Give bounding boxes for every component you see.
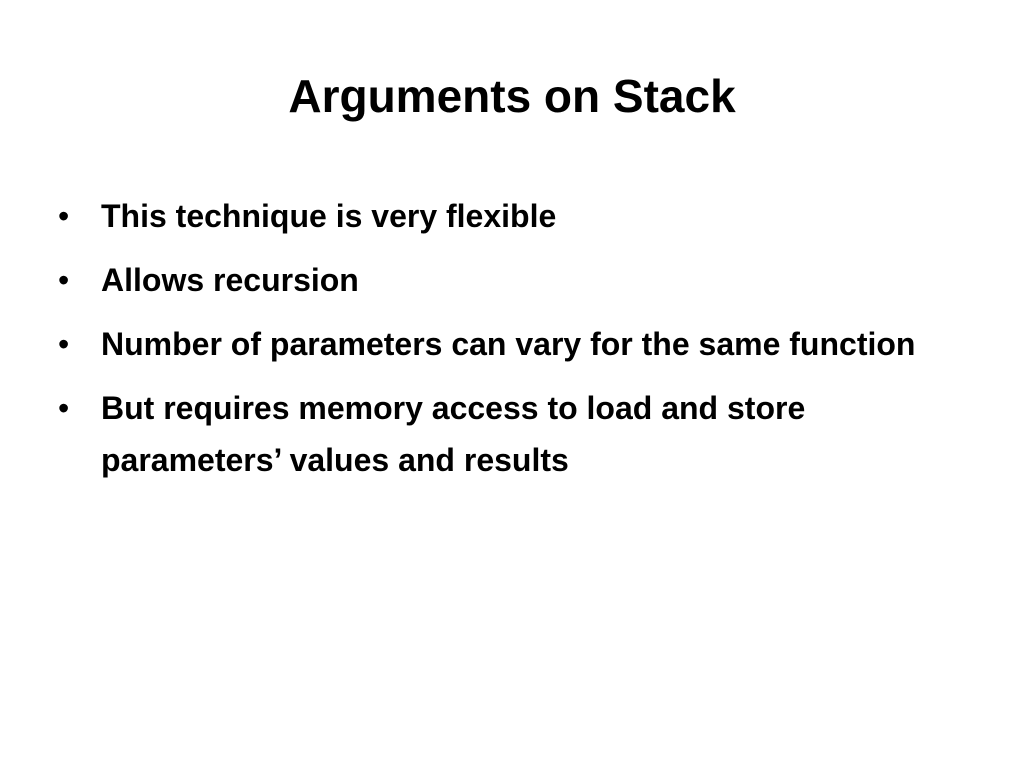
bullet-text: This technique is very flexible bbox=[101, 198, 557, 234]
bullet-item: • But requires memory access to load and… bbox=[58, 382, 988, 486]
bullet-icon: • bbox=[58, 262, 70, 298]
bullet-text: Allows recursion bbox=[101, 262, 359, 298]
bullet-text: But requires memory access to load and s… bbox=[101, 390, 806, 478]
bullet-item: • Number of parameters can vary for the … bbox=[58, 318, 988, 370]
slide-title: Arguments on Stack bbox=[288, 70, 736, 122]
bullet-list: • This technique is very flexible • Allo… bbox=[58, 190, 988, 498]
bullet-text: Number of parameters can vary for the sa… bbox=[101, 326, 916, 362]
bullet-item: • This technique is very flexible bbox=[58, 190, 988, 242]
bullet-item: • Allows recursion bbox=[58, 254, 988, 306]
bullet-icon: • bbox=[58, 390, 70, 426]
bullet-icon: • bbox=[58, 326, 70, 362]
bullet-icon: • bbox=[58, 198, 70, 234]
